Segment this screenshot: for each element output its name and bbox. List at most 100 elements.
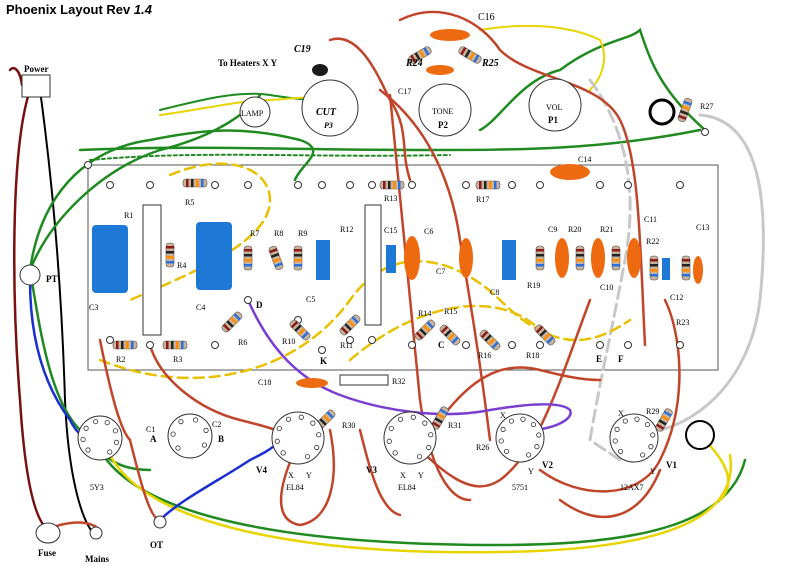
r30-label: R30	[342, 421, 355, 430]
c18-capacitor	[296, 378, 328, 388]
ot-label: OT	[150, 540, 163, 550]
v4-x-label: X	[288, 471, 294, 480]
r16-label: R16	[478, 351, 491, 360]
turret-eyelet	[701, 128, 709, 136]
12ax7-label: 12AX7	[620, 483, 644, 492]
r27-resistor	[677, 97, 693, 123]
r14-resistor	[414, 319, 436, 341]
pt-green-wire-1	[28, 129, 315, 272]
red-wire-5	[98, 338, 132, 442]
r23-label: R23	[676, 318, 689, 327]
input-jack-ring[interactable]	[648, 98, 676, 126]
turret-eyelet	[676, 341, 684, 349]
c6-capacitor	[404, 236, 420, 280]
v1-label: V1	[666, 460, 677, 470]
point-d-label: D	[256, 300, 263, 310]
grey-dash-wire	[588, 78, 632, 462]
r6-label: R6	[238, 338, 247, 347]
c15-capacitor	[386, 245, 396, 273]
turret-eyelet	[368, 336, 376, 344]
r6-resistor	[221, 311, 243, 333]
turret-eyelet	[346, 181, 354, 189]
labels: Power PT Fuse Mains OT To Heaters X Y LA…	[24, 12, 713, 564]
turret-eyelet	[624, 181, 632, 189]
c19-capacitor	[312, 64, 328, 76]
r9-resistor	[293, 245, 303, 271]
green-pot-wire	[478, 27, 707, 132]
turret-eyelet	[462, 341, 470, 349]
bottom-yellow-loop	[108, 453, 733, 554]
r26-label: R26	[476, 443, 489, 452]
c11-label: C11	[644, 215, 657, 224]
red-wire-3	[378, 88, 492, 442]
r1-label: R1	[124, 211, 133, 220]
r20-resistor	[575, 245, 585, 271]
c2-label: C2	[212, 420, 221, 429]
r11-resistor	[339, 314, 361, 336]
v2-label: V2	[542, 460, 553, 470]
r17-resistor	[475, 180, 501, 190]
mains-label: Mains	[85, 554, 110, 564]
r3-resistor	[162, 340, 188, 350]
r15-label: R15	[444, 307, 457, 316]
power-switch[interactable]	[21, 74, 51, 98]
lamp-indicator	[239, 96, 271, 128]
r22-resistor	[649, 255, 659, 281]
red-wire-12	[358, 428, 402, 517]
r25-resistor	[458, 46, 482, 64]
r2-label: R2	[116, 355, 125, 364]
r20-label: R20	[568, 225, 581, 234]
heater-green-top	[78, 128, 702, 152]
vol-pot[interactable]	[528, 78, 582, 132]
power-lead-wire	[13, 88, 50, 532]
tone-pot[interactable]	[418, 83, 472, 137]
socket-v3-el84	[383, 411, 437, 465]
fuse-holder[interactable]	[35, 522, 61, 544]
bottom-green-loop	[98, 448, 747, 547]
point-e-label: E	[596, 354, 602, 364]
turret-eyelet	[346, 336, 354, 344]
page-title: Phoenix Layout Rev 1.4	[6, 2, 152, 17]
eyelet-board	[87, 164, 719, 371]
r16-resistor	[479, 329, 501, 351]
turret-eyelet	[211, 181, 219, 189]
lamp-label: LAMP	[241, 109, 264, 118]
c6-label: C6	[424, 227, 433, 236]
point-k-label: K	[320, 356, 327, 366]
5751-label: 5751	[512, 483, 528, 492]
resistors	[112, 46, 693, 449]
heater-green-top-dash	[89, 153, 451, 161]
r13-resistor	[379, 180, 405, 190]
r10-resistor	[289, 319, 311, 341]
yellow-dashed-bus-3	[348, 304, 542, 362]
power-label: Power	[24, 64, 49, 74]
turret-eyelet	[146, 341, 154, 349]
c13-capacitor	[693, 256, 703, 284]
vol-label: VOL	[546, 103, 563, 112]
socket-v1-12ax7	[609, 413, 659, 463]
fuse-label: Fuse	[38, 548, 56, 558]
tone-label: TONE	[432, 107, 453, 116]
red-wire-10	[538, 298, 681, 493]
c10-capacitor	[591, 238, 605, 278]
c16-label: C16	[478, 12, 495, 23]
c10-label: C10	[600, 283, 613, 292]
turret-eyelet	[211, 341, 219, 349]
r3-label: R3	[173, 355, 182, 364]
r4-resistor	[165, 242, 175, 268]
v2-x-label: X	[500, 411, 506, 420]
c18-label: C18	[258, 378, 271, 387]
heaters-label: To Heaters X Y	[218, 58, 278, 68]
output-jack[interactable]	[685, 420, 715, 450]
r17-label: R17	[476, 195, 489, 204]
v3-label: V3	[366, 465, 377, 475]
turret-eyelet	[318, 346, 326, 354]
purple-wire	[246, 298, 572, 432]
r2-resistor	[112, 340, 138, 350]
el84-a-label: EL84	[286, 483, 304, 492]
turret-eyelet	[146, 181, 154, 189]
point-a-label: A	[150, 434, 157, 444]
turret-eyelet	[508, 341, 516, 349]
cut-pot[interactable]	[301, 79, 359, 137]
